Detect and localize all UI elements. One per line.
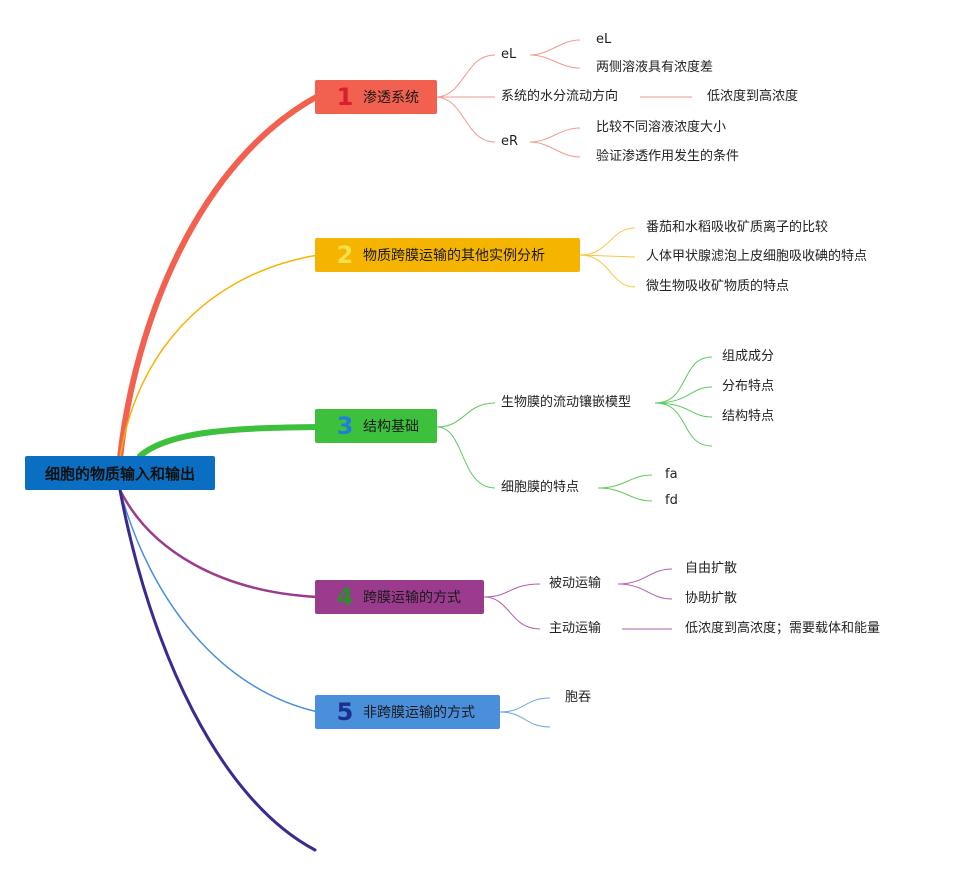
- topic-2-3[interactable]: 微生物吸收矿物质的特点: [646, 279, 790, 294]
- branch-label-2: 物质跨膜运输的其他实例分析: [363, 248, 545, 264]
- branch-label-4: 跨膜运输的方式: [363, 590, 461, 606]
- trunk-1: [117, 93, 321, 461]
- topic-4-2[interactable]: 主动运输: [549, 621, 602, 636]
- subtopic-4-1-1[interactable]: 自由扩散: [685, 561, 738, 576]
- branch-number-2: 2: [336, 241, 354, 269]
- branch-label-5: 非跨膜运输的方式: [363, 705, 475, 721]
- topic-4-1[interactable]: 被动运输: [549, 576, 602, 591]
- branch-number-5: 5: [336, 698, 354, 726]
- branch-3-connectors: [436, 356, 713, 502]
- root-node[interactable]: 细胞的物质输入和输出: [25, 456, 215, 490]
- branch-label-3: 结构基础: [363, 419, 419, 435]
- trunk-4: [118, 489, 319, 599]
- subtopic-4-1-2[interactable]: 协助扩散: [685, 591, 738, 606]
- subtopic-3-1-2[interactable]: 分布特点: [722, 379, 775, 394]
- subtopic-3-2-1[interactable]: fa: [665, 467, 678, 482]
- topic-2-1[interactable]: 番茄和水稻吸收矿质离子的比较: [646, 220, 829, 235]
- branch-number-4: 4: [336, 583, 354, 611]
- branch-node-4[interactable]: 4 跨膜运输的方式: [315, 580, 484, 614]
- branch-4-connectors: [483, 568, 673, 630]
- branch-number-3: 3: [336, 412, 354, 440]
- trunk-5: [119, 489, 319, 713]
- topic-1-1[interactable]: eL: [501, 47, 517, 62]
- subtopic-1-3-2[interactable]: 验证渗透作用发生的条件: [596, 149, 740, 164]
- subtopic-1-2-1[interactable]: 低浓度到高浓度: [707, 89, 799, 104]
- trunk-2: [119, 254, 319, 459]
- subtopic-3-2-2[interactable]: fd: [665, 493, 678, 508]
- subtopic-3-1-3[interactable]: 结构特点: [722, 409, 775, 424]
- branch-node-5[interactable]: 5 非跨膜运输的方式: [315, 695, 500, 729]
- branch-1-connectors: [436, 39, 692, 158]
- branch-label-1: 渗透系统: [363, 90, 419, 106]
- subtopic-1-1-2[interactable]: 两侧溶液具有浓度差: [596, 60, 714, 75]
- topic-2-2[interactable]: 人体甲状腺滤泡上皮细胞吸收碘的特点: [646, 249, 868, 264]
- branch-node-1[interactable]: 1 渗透系统: [315, 80, 437, 114]
- subtopic-1-3-1[interactable]: 比较不同溶液浓度大小: [596, 120, 727, 135]
- branch-node-2[interactable]: 2 物质跨膜运输的其他实例分析: [315, 238, 580, 272]
- branch-5-connectors: [499, 697, 551, 728]
- topic-5-1[interactable]: 胞吞: [565, 690, 592, 705]
- topic-1-3[interactable]: eR: [501, 134, 519, 149]
- branch-node-3[interactable]: 3 结构基础: [315, 409, 437, 443]
- topic-3-2[interactable]: 细胞膜的特点: [501, 480, 580, 495]
- topic-3-1[interactable]: 生物膜的流动镶嵌模型: [501, 395, 632, 410]
- subtopic-3-1-1[interactable]: 组成成分: [722, 349, 775, 364]
- subtopic-4-2-1[interactable]: 低浓度到高浓度；需要载体和能量: [685, 621, 881, 636]
- topic-1-2[interactable]: 系统的水分流动方向: [501, 89, 619, 104]
- trunk-3: [137, 424, 321, 459]
- subtopic-1-1-1[interactable]: eL: [596, 32, 612, 47]
- branch-2-connectors: [579, 227, 636, 288]
- branch-number-1: 1: [336, 83, 354, 111]
- trunk-extra: [118, 488, 317, 852]
